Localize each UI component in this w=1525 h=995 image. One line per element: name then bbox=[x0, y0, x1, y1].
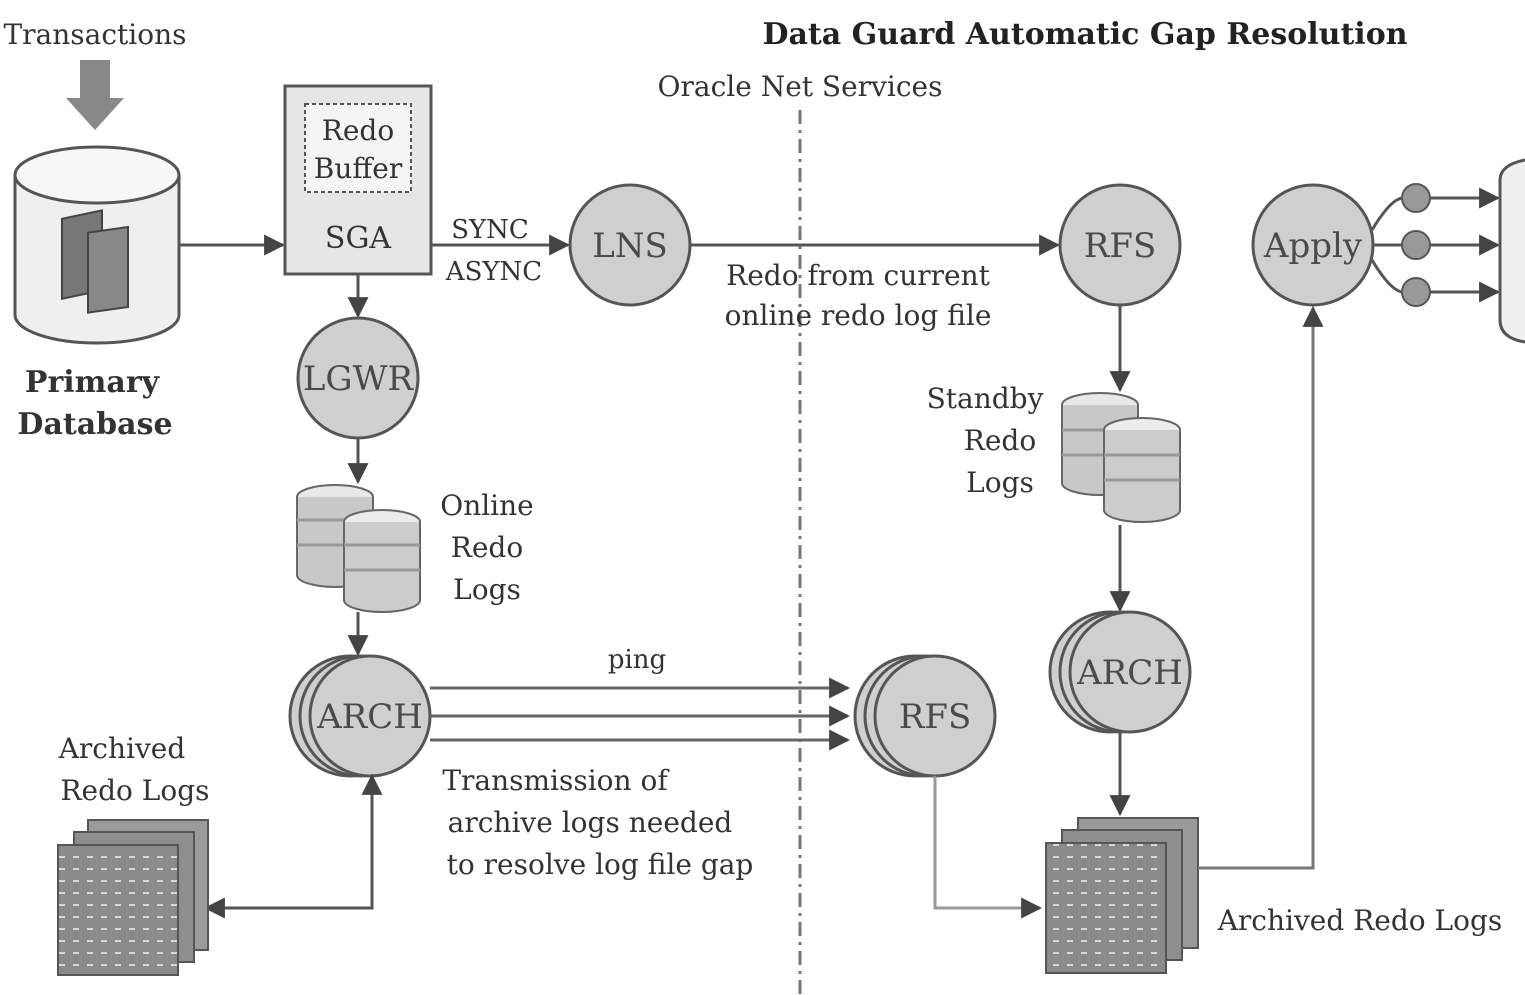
lns-label: LNS bbox=[592, 226, 668, 266]
apply-label: Apply bbox=[1263, 226, 1363, 266]
redo-current-label-2: online redo log file bbox=[725, 299, 992, 332]
rfs-gap-node bbox=[853, 654, 997, 778]
diagram-title: Data Guard Automatic Gap Resolution bbox=[762, 17, 1407, 52]
redo-buffer-label-2: Buffer bbox=[314, 152, 403, 185]
standby-redo-label-1: Standby bbox=[927, 382, 1044, 415]
ping-label: ping bbox=[608, 645, 666, 675]
archived-primary-label-1: Archived bbox=[58, 732, 186, 765]
sga-box bbox=[283, 84, 433, 276]
rfs-gap-to-archive-arrow bbox=[933, 776, 1043, 919]
lgwr-label: LGWR bbox=[303, 359, 415, 399]
online-redo-label-3: Logs bbox=[453, 573, 521, 606]
apply-fanout bbox=[1370, 183, 1501, 307]
archived-standby-label: Archived Redo Logs bbox=[1217, 904, 1503, 937]
arch-primary-label: ARCH bbox=[316, 697, 423, 737]
arch-standby-node bbox=[1048, 610, 1192, 734]
archived-redo-logs-standby-icon bbox=[1045, 817, 1199, 974]
transmission-label-1: Transmission of bbox=[442, 764, 670, 797]
transactions-arrow-icon bbox=[66, 60, 124, 130]
sga-label: SGA bbox=[325, 221, 392, 256]
online-redo-label-2: Redo bbox=[451, 531, 523, 564]
standby-redo-label-3: Logs bbox=[966, 466, 1034, 499]
archived-redo-logs-primary-icon bbox=[57, 819, 209, 976]
primary-database-icon bbox=[13, 145, 181, 345]
archive-to-apply-arrow bbox=[1198, 305, 1324, 870]
transmission-label-2: archive logs needed bbox=[448, 806, 733, 839]
transactions-label: Transactions bbox=[4, 18, 187, 51]
async-label: ASYNC bbox=[445, 257, 542, 287]
standby-redo-label-2: Redo bbox=[964, 424, 1036, 457]
redo-buffer-label-1: Redo bbox=[322, 114, 394, 147]
rfs-gap-label: RFS bbox=[899, 697, 971, 737]
sync-label: SYNC bbox=[451, 215, 529, 245]
primary-db-label-1: Primary bbox=[25, 365, 161, 400]
archived-primary-label-2: Redo Logs bbox=[60, 774, 209, 807]
primary-db-label-2: Database bbox=[17, 407, 172, 442]
online-redo-label-1: Online bbox=[440, 489, 534, 522]
arch-to-rfs-gap-arrows bbox=[430, 677, 851, 751]
transmission-label-3: to resolve log file gap bbox=[447, 848, 754, 881]
arch-standby-label: ARCH bbox=[1076, 653, 1183, 693]
net-services-label: Oracle Net Services bbox=[658, 70, 943, 103]
standby-redo-logs-icon bbox=[1061, 392, 1181, 523]
arch-to-archive-arrow bbox=[203, 773, 383, 919]
online-redo-logs-icon bbox=[296, 484, 421, 613]
standby-database-icon bbox=[1498, 158, 1525, 344]
rfs-label: RFS bbox=[1084, 226, 1156, 266]
redo-current-label-1: Redo from current bbox=[726, 259, 990, 292]
